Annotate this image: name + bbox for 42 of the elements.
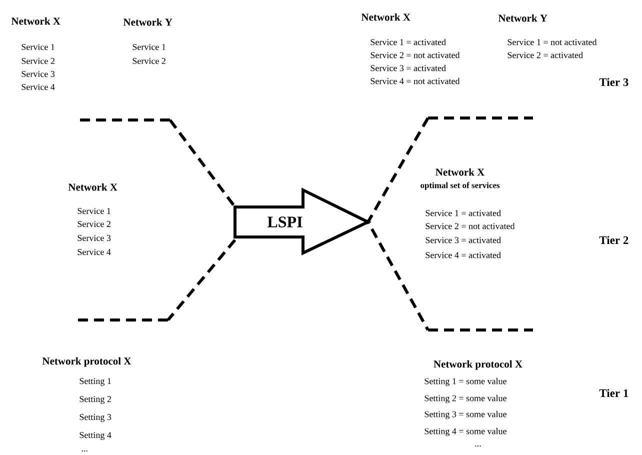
ellipsis: ... <box>475 445 481 447</box>
tier-label: Tier 3 <box>599 78 628 86</box>
list-item: Service 4 <box>78 248 111 256</box>
list-item: Setting 2 = some value <box>424 394 506 404</box>
list-item: Setting 4 = some value <box>424 428 506 436</box>
list-item: Service 1 <box>132 44 166 50</box>
heading-text: Network X <box>68 183 118 191</box>
heading-text: Network X <box>11 17 60 25</box>
heading-text: Network Y <box>123 18 172 26</box>
list-item: Service 2 <box>78 220 110 228</box>
list-item: Setting 2 <box>80 396 111 404</box>
heading-text: Network protocol X <box>42 357 132 367</box>
list-item: Service 2 = not activated <box>426 222 515 230</box>
list-item: Service 1 = activated <box>426 210 501 216</box>
list-item: Service 1 = not activated <box>508 38 597 46</box>
list-item: Service 2 = activated <box>508 52 583 58</box>
list-item: Service 2 <box>22 58 54 64</box>
list-item: Service 1 <box>22 44 54 50</box>
list-item: Service 3 <box>78 234 111 242</box>
heading-text: Network X <box>436 168 484 176</box>
list-item: Service 3 = activated <box>370 64 446 72</box>
heading-text: Network protocol X <box>434 360 522 370</box>
tier-label: Tier 1 <box>599 388 628 398</box>
list-item: Setting 3 = some value <box>424 410 506 420</box>
ellipsis: ... <box>82 450 88 452</box>
list-item: Setting 1 <box>80 378 111 386</box>
list-item: Setting 4 <box>80 432 112 440</box>
list-item: Service 4 = not activated <box>370 78 460 84</box>
tier-label: Tier 2 <box>599 236 628 244</box>
list-item: Service 1 <box>78 208 110 214</box>
list-item: Service 4 <box>22 84 55 90</box>
list-item: Service 3 = activated <box>426 236 501 244</box>
subheading-text: optimal set of services <box>420 182 500 190</box>
list-item: Service 1 = activated <box>370 38 446 46</box>
list-item: Service 3 <box>22 70 55 78</box>
list-item: Service 2 = not activated <box>370 52 460 58</box>
heading-text: Network X <box>361 13 410 21</box>
list-item: Service 4 = activated <box>426 252 501 258</box>
list-item: Setting 1 = some value <box>424 378 506 386</box>
list-item: Service 2 <box>132 58 166 64</box>
heading-text: Network Y <box>498 14 548 22</box>
list-item: Setting 3 <box>80 414 112 422</box>
